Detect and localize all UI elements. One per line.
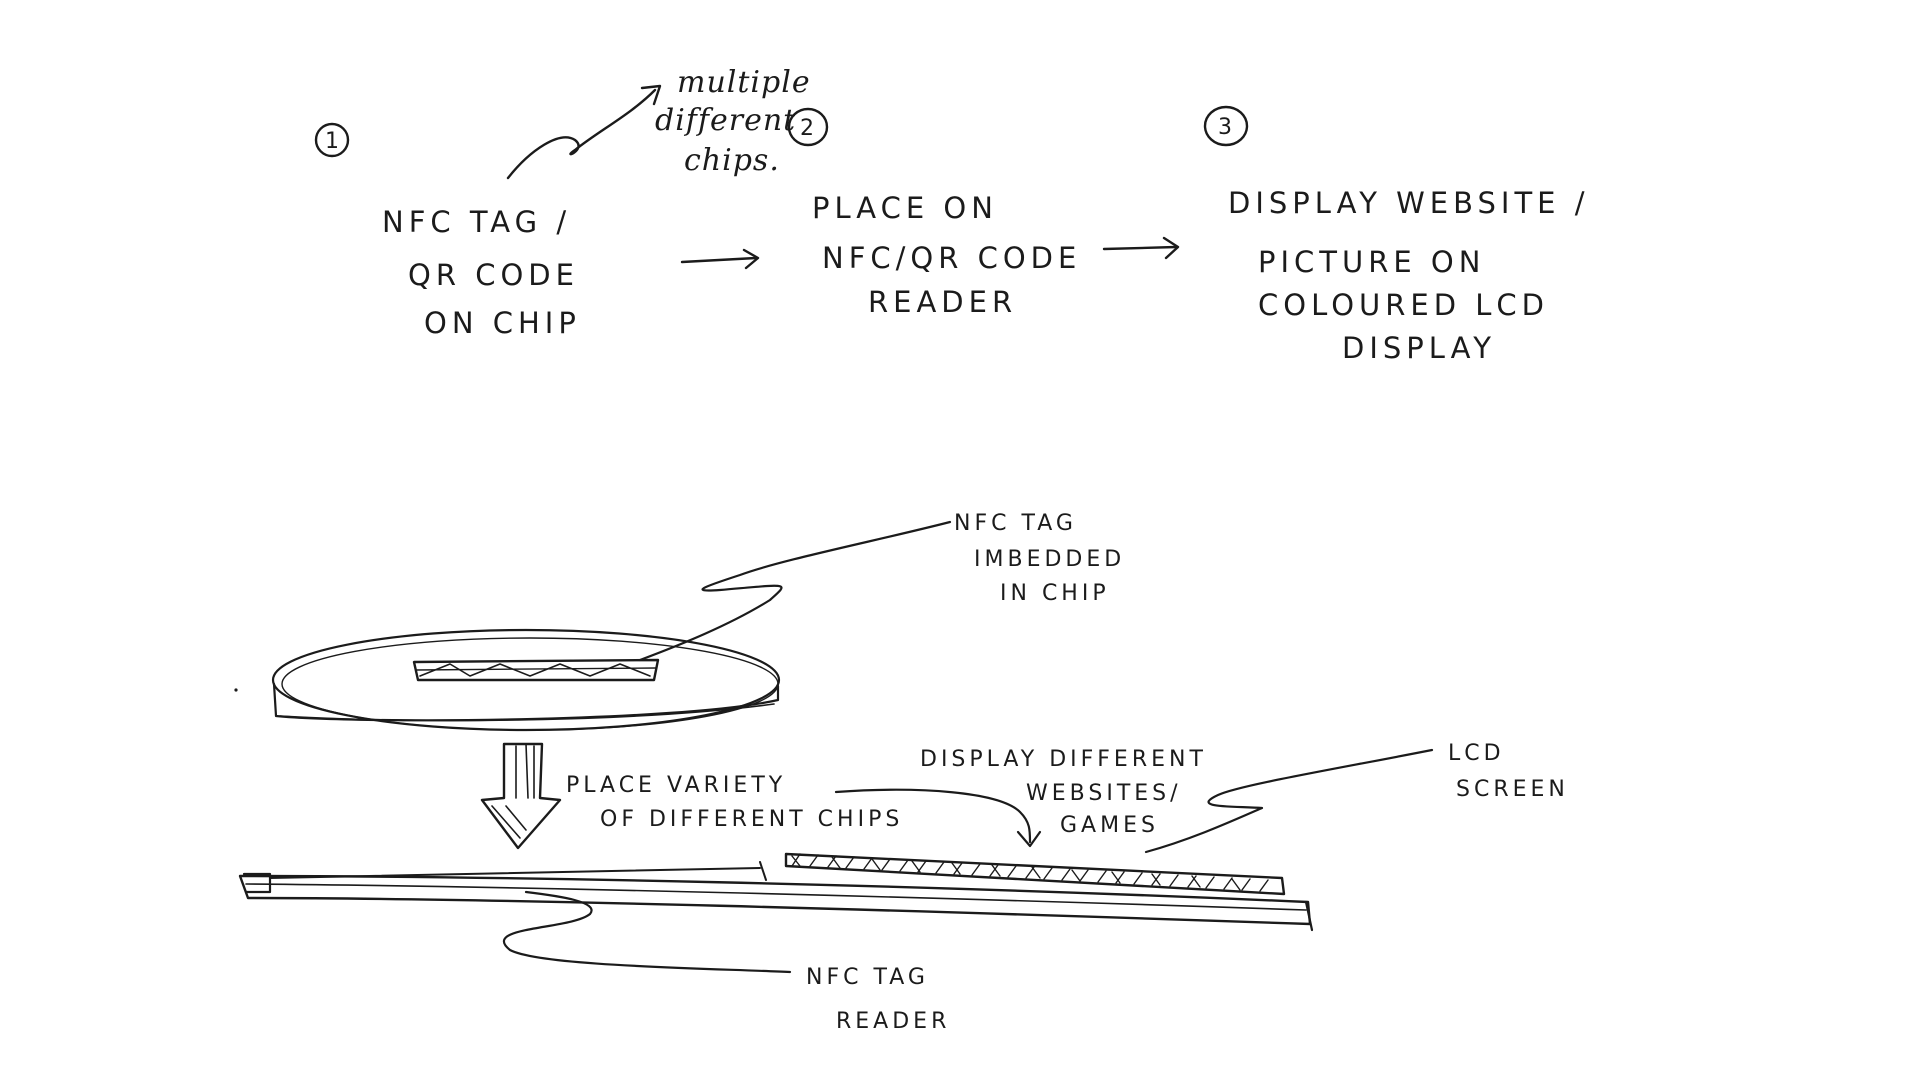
- lcd-label-line-2: SCREEN: [1456, 777, 1569, 802]
- place-label: PLACE VARIETY OF DIFFERENT CHIPS: [566, 773, 903, 832]
- step-1-note: multiple different chips.: [655, 65, 811, 178]
- stray-ink-dot: [234, 688, 238, 692]
- step-2-text: PLACE ON NFC/QR CODE READER: [812, 191, 1081, 319]
- reader-label-line-2: READER: [836, 1009, 950, 1034]
- step-3-line-3: COLOURED LCD: [1258, 288, 1549, 322]
- step-3-marker: 3: [1203, 105, 1249, 147]
- reader-label-line-1: NFC TAG: [806, 965, 929, 990]
- step-1-line-2: QR CODE: [408, 258, 579, 292]
- step-3-line-1: DISPLAY WEBSITE /: [1228, 186, 1590, 220]
- tag-label: NFC TAG IMBEDDED IN CHIP: [954, 511, 1125, 606]
- step-2-marker: 2: [787, 107, 829, 147]
- lcd-label-line-1: LCD: [1448, 741, 1505, 766]
- step-1-text: NFC TAG / QR CODE ON CHIP: [382, 205, 581, 340]
- flow-arrow-1: [680, 248, 760, 270]
- reader-label: NFC TAG READER: [806, 965, 950, 1034]
- lcd-label-pointer: [1144, 748, 1434, 854]
- step-1-line-3: ON CHIP: [424, 306, 581, 340]
- note-pointer-arrow: [506, 88, 657, 180]
- nfc-tag-inlay: [412, 658, 660, 682]
- tag-label-line-3: IN CHIP: [1000, 581, 1110, 606]
- step-1-number: 1: [325, 129, 339, 154]
- step-3-line-4: DISPLAY: [1342, 331, 1496, 365]
- place-label-line-1: PLACE VARIETY: [566, 773, 786, 798]
- note-line-2: different: [655, 103, 796, 138]
- display-label-line-2: WEBSITES/: [1026, 781, 1182, 806]
- step-1-line-1: NFC TAG /: [382, 205, 571, 239]
- place-label-line-2: OF DIFFERENT CHIPS: [600, 807, 903, 832]
- step-3-text: DISPLAY WEBSITE / PICTURE ON COLOURED LC…: [1228, 186, 1590, 365]
- display-label: DISPLAY DIFFERENT WEBSITES/ GAMES: [920, 747, 1207, 838]
- nfc-reader-base: [238, 861, 1314, 932]
- step-2-number: 2: [800, 116, 814, 141]
- step-1-marker: 1: [314, 122, 350, 158]
- display-pointer-arrow: [834, 788, 1042, 848]
- tag-label-line-2: IMBEDDED: [974, 547, 1125, 572]
- display-label-line-1: DISPLAY DIFFERENT: [920, 747, 1207, 772]
- lcd-label: LCD SCREEN: [1448, 741, 1569, 802]
- step-2-line-3: READER: [868, 285, 1017, 319]
- step-2-line-2: NFC/QR CODE: [822, 241, 1081, 275]
- tag-label-pointer: [638, 520, 952, 662]
- lcd-screen: [784, 852, 1286, 896]
- tag-label-line-1: NFC TAG: [954, 511, 1077, 536]
- place-chip-arrow: [480, 742, 562, 850]
- note-line-3: chips.: [684, 143, 780, 178]
- step-3-number: 3: [1218, 115, 1232, 140]
- flow-arrow-2: [1102, 236, 1180, 260]
- step-2-line-1: PLACE ON: [812, 191, 998, 225]
- note-pointer-arrowhead: [640, 84, 662, 106]
- note-line-1: multiple: [677, 65, 811, 100]
- display-label-line-3: GAMES: [1060, 813, 1159, 838]
- chip-disc: [271, 628, 781, 732]
- step-3-line-2: PICTURE ON: [1258, 245, 1485, 279]
- reader-label-pointer: [502, 890, 792, 974]
